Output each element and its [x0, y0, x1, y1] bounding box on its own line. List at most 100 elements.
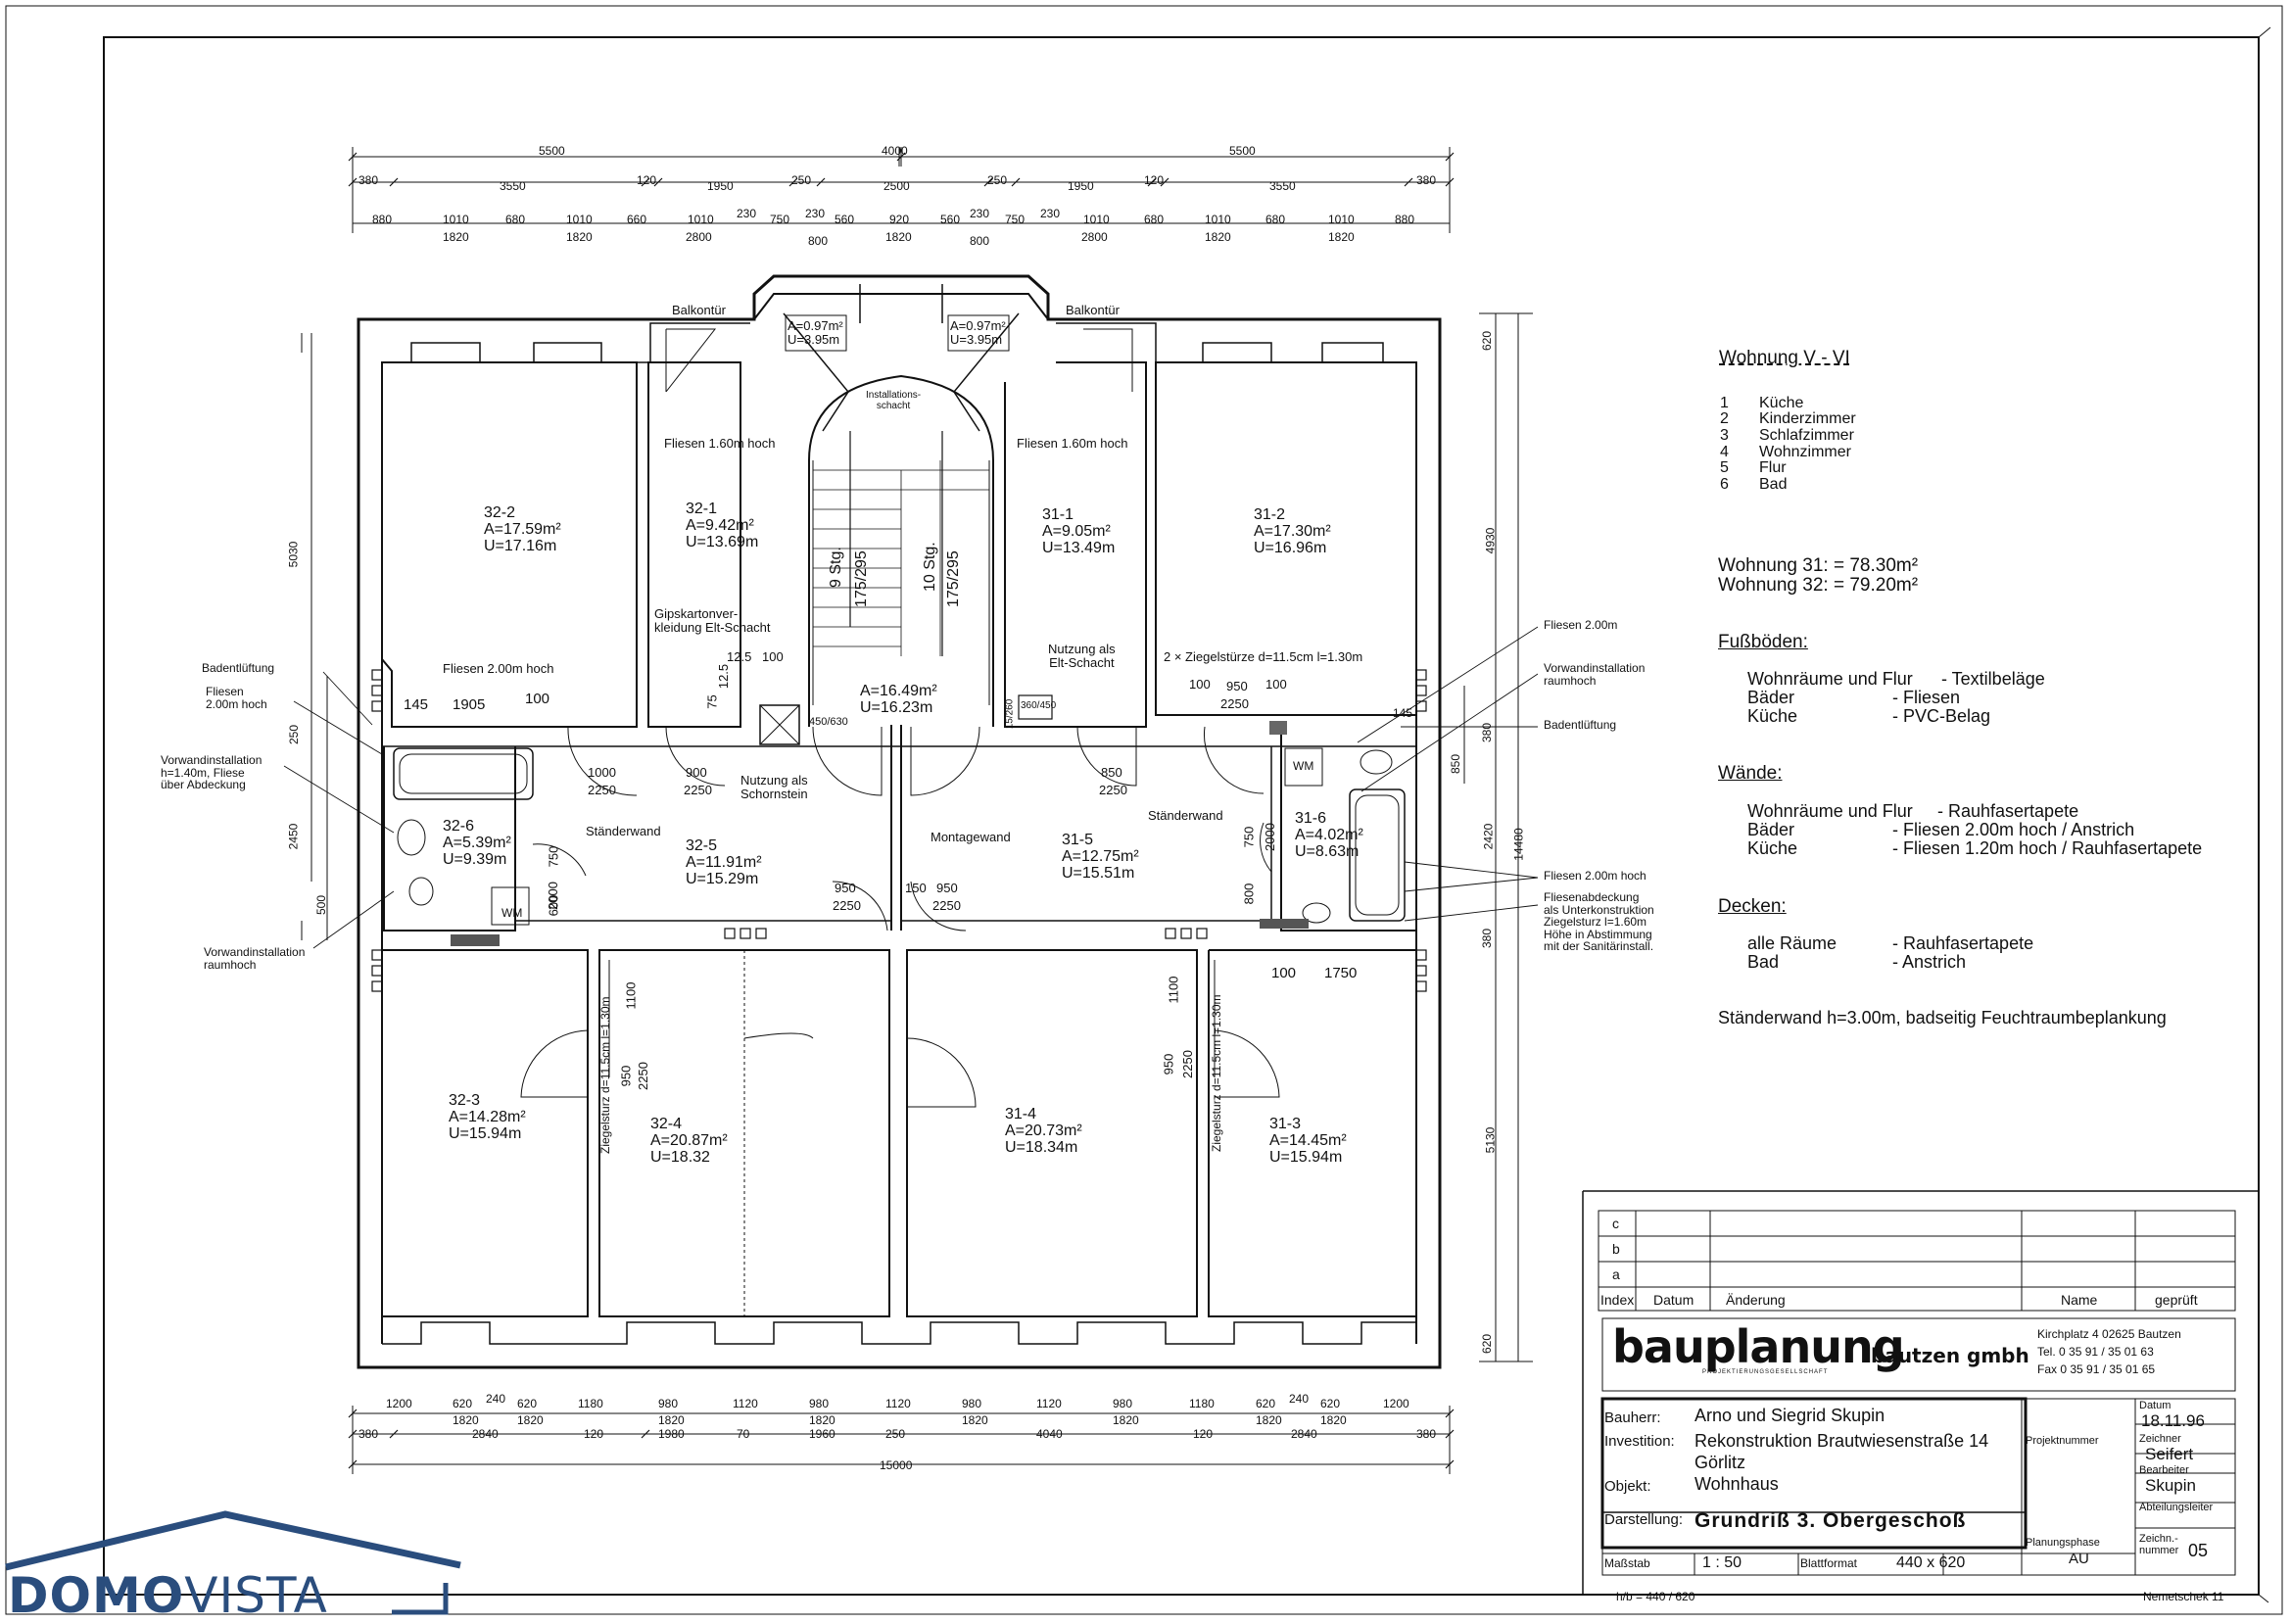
- dim-top-r3: 230: [970, 207, 990, 220]
- left-prewall-fullheight-label: Vorwandinstallation raumhoch: [204, 945, 306, 972]
- walls-item-room: Wohnräume und Flur: [1747, 801, 1913, 821]
- domovista-watermark: DOMOVISTA: [8, 1567, 328, 1624]
- dim-bottom-r1: 240: [1289, 1392, 1310, 1406]
- dim-misc: 900: [686, 765, 707, 780]
- right-bath-vent-label: Badentlüftung: [1544, 718, 1617, 732]
- dim-top-r3: 880: [1395, 213, 1415, 226]
- dim-bottom-r1-sub: 1820: [1113, 1413, 1139, 1427]
- walls-item-value: - Rauhfasertapete: [1937, 801, 2079, 821]
- dim-top-r3-sub: 1820: [1328, 230, 1355, 244]
- stair-flight-right: 10 Stg.: [922, 542, 938, 592]
- stair-flight-left-ratio: 175/295: [853, 550, 870, 607]
- dim-top-r3: 1010: [443, 213, 469, 226]
- dim-top-r2: 2500: [883, 179, 910, 193]
- revision-header-checked: geprüft: [2155, 1292, 2198, 1308]
- dim-misc: 2250: [635, 1062, 650, 1090]
- object-label: Objekt:: [1604, 1478, 1651, 1495]
- dim-top-r3: 1010: [688, 213, 714, 226]
- right-tiles-hoch-label: Fliesen 2.00m hoch: [1544, 869, 1647, 883]
- legend-item-label: Küche: [1759, 395, 1804, 411]
- company-tagline: PROJEKTIERUNGSGESELLSCHAFT: [1702, 1369, 1829, 1375]
- dim-bottom-r2: 250: [885, 1427, 906, 1441]
- dim-bottom-r2: 4040: [1036, 1427, 1063, 1441]
- dim-bottom-r1: 1180: [1189, 1397, 1215, 1410]
- date-value: 18.11.96: [2141, 1411, 2205, 1430]
- dim-bottom-r2: 1960: [809, 1427, 835, 1441]
- dim-misc: 100: [1189, 677, 1211, 692]
- dim-bottom-r1: 620: [517, 1397, 538, 1410]
- dim-misc: 450/630: [809, 716, 848, 728]
- legend-item: 6: [1720, 476, 1729, 493]
- dim-top-r3-sub: 1820: [443, 230, 469, 244]
- dim-bottom-r2: 380: [358, 1427, 379, 1441]
- dim-misc: 950: [936, 881, 958, 895]
- walls-heading: Wände:: [1718, 763, 1783, 784]
- right-tile-cover-label: Fliesenabdeckung als Unterkonstruktion Z…: [1544, 890, 1654, 954]
- dim-misc: 950: [618, 1065, 634, 1087]
- dim-top-r3: 1010: [566, 213, 593, 226]
- dim-top-3: 5500: [1229, 144, 1256, 158]
- walls-item-room: Küche: [1747, 838, 1798, 858]
- ceilings-item-room: Bad: [1747, 952, 1780, 972]
- dim-top-r3-sub: 800: [808, 234, 829, 248]
- dim-bottom-r1: 1180: [578, 1397, 603, 1410]
- dim-bottom-r1: 1120: [1036, 1397, 1062, 1410]
- dim-top-r2: 120: [1144, 173, 1165, 187]
- tiles-160-right: Fliesen 1.60m hoch: [1017, 436, 1128, 451]
- drywall-cladding-label: Gipskartonver- kleidung Elt-Schacht: [654, 606, 771, 636]
- drawer-label: Zeichner: [2139, 1433, 2181, 1445]
- lintel-label: 2 × Ziegelstürze d=11.5cm l=1.30m: [1164, 649, 1363, 664]
- dim-misc: 950: [1226, 679, 1248, 693]
- dim-misc: 1000: [588, 765, 616, 780]
- dim-bottom-r1: 1120: [885, 1397, 911, 1410]
- legend-item-label: Wohnzimmer: [1759, 444, 1851, 460]
- dim-top-r2: 1950: [707, 179, 734, 193]
- dim-top-r3: 660: [627, 213, 647, 226]
- dim-top-r3: 1010: [1205, 213, 1231, 226]
- walls-item-value: - Fliesen 1.20m hoch / Rauhfasertapete: [1892, 838, 2203, 858]
- ceilings-item-value: - Anstrich: [1892, 952, 1967, 972]
- dim-top-1: 5500: [539, 144, 565, 158]
- phase-label: Planungsphase: [2026, 1537, 2100, 1549]
- company-phone: Tel. 0 35 91 / 35 01 63: [2037, 1345, 2154, 1359]
- washing-machine-right: WM: [1293, 759, 1314, 773]
- dim-bottom-r2: 120: [584, 1427, 604, 1441]
- dim-top-r2: 3550: [500, 179, 526, 193]
- dim-misc: 2250: [1099, 783, 1127, 797]
- dim-misc: 800: [1241, 883, 1257, 905]
- stair-flight-left: 9 Stg.: [828, 547, 844, 588]
- dim-bottom-r2: 2840: [472, 1427, 499, 1441]
- dim-misc: 360/450: [1021, 700, 1057, 711]
- ceilings-item-room: alle Räume: [1747, 933, 1838, 953]
- dim-top-r2: 120: [637, 173, 657, 187]
- revision-header-date: Datum: [1653, 1292, 1694, 1308]
- dim-bottom-r1-sub: 1820: [809, 1413, 835, 1427]
- dim-misc: 2250: [932, 898, 961, 913]
- dim-right: 380: [1480, 722, 1495, 743]
- dim-right: 4930: [1483, 527, 1498, 554]
- dim-misc: 100: [762, 649, 784, 664]
- left-bath-vent-label: Badentlüftung: [202, 661, 275, 675]
- dim-top-r3: 1010: [1083, 213, 1110, 226]
- dim-top-r3: 560: [940, 213, 961, 226]
- company-fax: Fax 0 35 91 / 35 01 65: [2037, 1362, 2156, 1376]
- dim-top-r3: 880: [372, 213, 393, 226]
- dim-bottom-r1: 980: [658, 1397, 679, 1410]
- dim-bottom-r1-sub: 1820: [962, 1413, 988, 1427]
- height-width-ratio: h/b = 440 / 620: [1616, 1590, 1695, 1603]
- floors-item-value: - Textilbeläge: [1941, 669, 2045, 689]
- dim-misc: 1100: [623, 981, 639, 1010]
- dim-top-r3-sub: 1820: [1205, 230, 1231, 244]
- balkontuer-left: Balkontür: [672, 303, 726, 317]
- legend-item: 1: [1720, 395, 1729, 411]
- right-prewall-label: Vorwandinstallation raumhoch: [1544, 661, 1646, 688]
- dim-bottom-r2: 120: [1193, 1427, 1214, 1441]
- dim-top-r3: 230: [1040, 207, 1061, 220]
- dim-top-r3: 750: [770, 213, 790, 226]
- ceilings-heading: Decken:: [1718, 896, 1787, 917]
